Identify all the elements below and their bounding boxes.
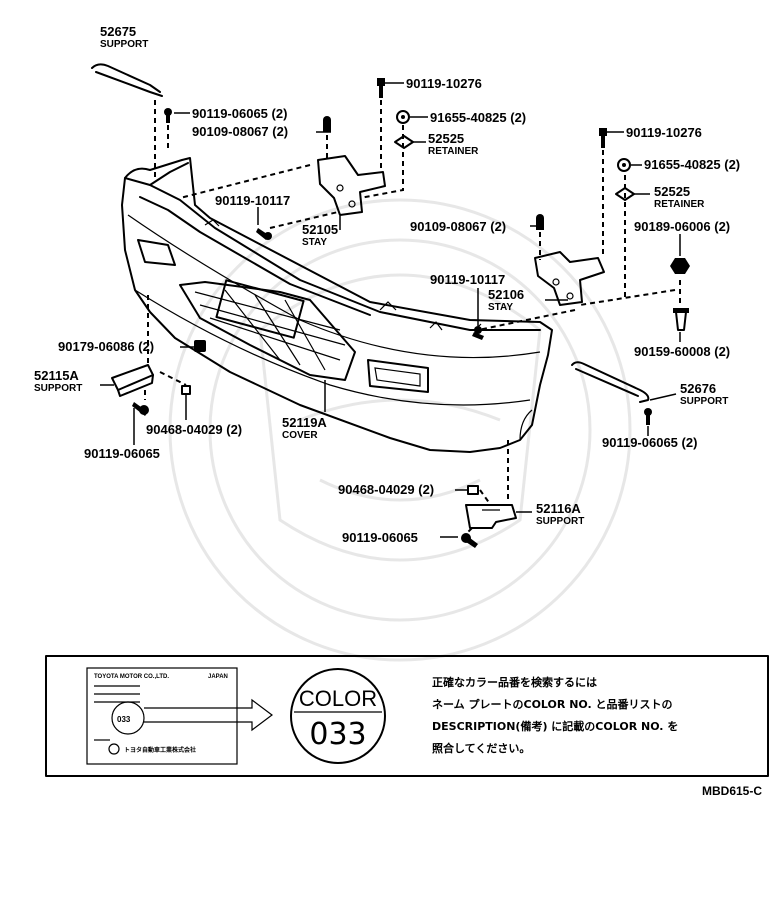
note-line-4: 照合してください。 xyxy=(432,741,530,755)
callout-52119A-name: COVER xyxy=(282,430,318,441)
callout-52525-a: 52525 xyxy=(428,131,464,146)
callout-90179-06086: 90179-06086 (2) xyxy=(58,339,154,354)
bumper-cover xyxy=(121,157,553,453)
nameplate-code: 033 xyxy=(117,715,131,724)
stay-52105 xyxy=(317,155,386,216)
bolt-10117-a xyxy=(256,228,272,240)
callout-52116A: 52116A xyxy=(536,501,581,516)
callout-90109-08067-a: 90109-08067 (2) xyxy=(192,124,288,139)
color-info-box: TOYOTA MOTOR CO.,LTD. JAPAN 033 トヨタ自動車工業… xyxy=(45,655,769,777)
note-line-1: 正確なカラー品番を検索するには xyxy=(432,675,597,689)
callout-52116A-name: SUPPORT xyxy=(536,516,584,527)
callout-52525-a-name: RETAINER xyxy=(428,146,479,157)
callout-52106-name: STAY xyxy=(488,302,513,313)
callout-52525-b: 52525 xyxy=(654,184,690,199)
nut-06006 xyxy=(670,258,690,274)
callout-52525-b-name: RETAINER xyxy=(654,199,705,210)
callout-90119-06065-c: 90119-06065 (2) xyxy=(602,435,697,450)
screw-04029-b xyxy=(467,485,479,495)
callout-90119-10276-a: 90119-10276 xyxy=(406,76,482,91)
callout-91655-40825-b: 91655-40825 (2) xyxy=(644,157,740,172)
color-number: 033 xyxy=(309,717,366,752)
nameplate-country: JAPAN xyxy=(208,674,228,680)
callout-52675: 52675 xyxy=(100,24,136,39)
callout-90119-06065-a: 90119-06065 (2) xyxy=(192,106,287,121)
callout-52676-name: SUPPORT xyxy=(680,396,728,407)
bolt-10276-b xyxy=(599,128,607,148)
leader-lines xyxy=(100,82,681,538)
callout-labels: 52675 SUPPORT 90119-06065 (2) 90109-0806… xyxy=(34,24,740,545)
arrow-icon xyxy=(144,698,273,732)
nut-40825-b xyxy=(617,158,631,172)
callout-90109-08067-b: 90109-08067 (2) xyxy=(410,219,506,234)
support-52676 xyxy=(571,361,650,403)
clip-60008 xyxy=(673,308,689,331)
callout-90468-04029-a: 90468-04029 (2) xyxy=(146,422,242,437)
bolt-10117-b xyxy=(472,326,484,340)
callout-90468-04029-b: 90468-04029 (2) xyxy=(338,482,434,497)
stay-52106 xyxy=(534,251,605,306)
callout-91655-40825-a: 91655-40825 (2) xyxy=(430,110,526,125)
bolt-06065-a xyxy=(164,108,172,123)
callout-52675-name: SUPPORT xyxy=(100,39,148,50)
callout-90119-10117-b: 90119-10117 xyxy=(430,272,505,287)
callout-52115A-name: SUPPORT xyxy=(34,383,82,394)
callout-90119-10117-a: 90119-10117 xyxy=(215,193,290,208)
bolt-06065-c xyxy=(644,408,652,425)
screw-04029-a xyxy=(181,385,191,395)
callout-52106: 52106 xyxy=(488,287,524,302)
bolt-10276-a xyxy=(377,78,385,98)
callout-52119A: 52119A xyxy=(282,415,327,430)
nameplate-footer: トヨタ自動車工業株式会社 xyxy=(124,746,196,754)
nut-06086 xyxy=(194,340,206,352)
nameplate-header: TOYOTA MOTOR CO.,LTD. xyxy=(94,674,169,680)
callout-52105-name: STAY xyxy=(302,237,327,248)
nut-40825-a xyxy=(396,110,410,124)
callout-90119-10276-b: 90119-10276 xyxy=(626,125,702,140)
support-52115A xyxy=(111,364,154,397)
callout-90119-06065-b: 90119-06065 xyxy=(84,446,160,461)
callout-90189-06006: 90189-06006 (2) xyxy=(634,219,730,234)
callout-52676: 52676 xyxy=(680,381,716,396)
note-line-2: ネーム プレートのCOLOR NO. と品番リストの xyxy=(432,697,673,711)
note-line-3: DESCRIPTION(備考) に記載のCOLOR NO. を xyxy=(432,719,678,733)
bolt-06065-d xyxy=(461,533,478,548)
bolt-08067-a xyxy=(323,116,331,132)
support-52116A xyxy=(465,504,517,529)
support-52675 xyxy=(91,63,163,97)
color-label: COLOR xyxy=(299,686,377,711)
figure-code: MBD615-C xyxy=(702,784,762,798)
name-plate: TOYOTA MOTOR CO.,LTD. JAPAN 033 トヨタ自動車工業… xyxy=(86,667,238,765)
bolt-08067-b xyxy=(536,214,544,230)
bolt-06065-b xyxy=(132,402,149,416)
callout-52115A: 52115A xyxy=(34,368,79,383)
callout-90119-06065-d: 90119-06065 xyxy=(342,530,418,545)
alignment-lines xyxy=(144,100,681,535)
color-number-circle: COLOR 033 xyxy=(290,668,386,764)
callout-90159-60008: 90159-60008 (2) xyxy=(634,344,730,359)
callout-52105: 52105 xyxy=(302,222,338,237)
